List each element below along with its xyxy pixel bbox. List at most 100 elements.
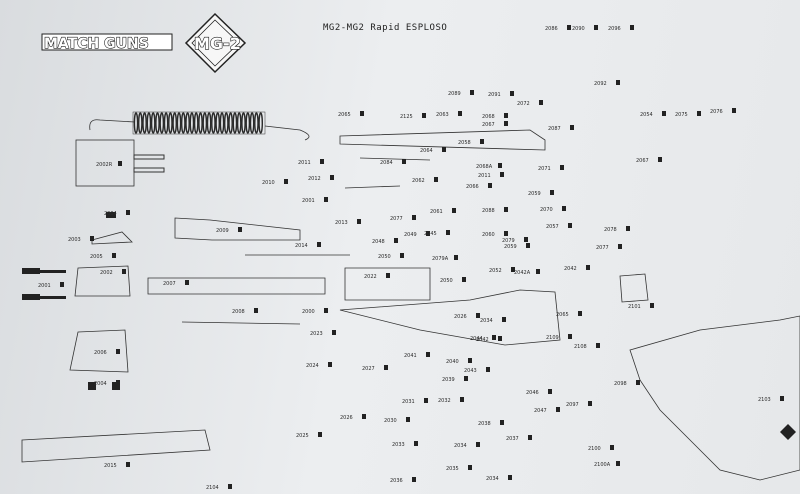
part-number-label: 2098	[614, 381, 627, 387]
spring-coil	[133, 112, 139, 134]
part-number-label: 2089	[448, 91, 461, 97]
part-number-label: 2013	[335, 220, 348, 226]
part-glyph	[446, 230, 450, 235]
part-number-label: 2002	[100, 270, 113, 276]
page-title: MG2-MG2 Rapid ESPLOSO	[323, 23, 447, 33]
spring-coil	[249, 112, 255, 134]
part-number-label: 2040	[446, 359, 459, 365]
part-glyph	[526, 243, 530, 248]
part-number-label: 2045	[424, 231, 437, 237]
spring-coil	[206, 112, 212, 134]
part-glyph	[324, 308, 328, 313]
spring-2014	[89, 111, 310, 141]
part-glyph	[504, 121, 508, 126]
part-number-label: 2067	[482, 122, 495, 128]
part-number-label: 2015	[104, 463, 117, 469]
spring-coil	[189, 112, 195, 134]
part-glyph	[464, 376, 468, 381]
part-glyph	[626, 226, 630, 231]
part-glyph	[662, 111, 666, 116]
part-number-label: 2050	[440, 278, 453, 284]
part-number-label: 2026	[340, 415, 353, 421]
spring-coil	[155, 112, 160, 134]
part-number-label: 2068	[482, 114, 495, 120]
part-glyph	[568, 223, 572, 228]
part-glyph	[480, 139, 484, 144]
part-glyph	[630, 25, 634, 30]
spring-coil	[202, 112, 208, 134]
part-number-label: 2076	[710, 109, 723, 115]
spring-coil	[241, 112, 246, 134]
part-glyph	[616, 80, 620, 85]
part-number-label: 2077	[596, 245, 609, 251]
part-number-label: 2023	[310, 331, 323, 337]
part-glyph	[426, 352, 430, 357]
mg2-logo: MG-2	[184, 12, 247, 74]
part-glyph	[658, 157, 662, 162]
part-glyph	[412, 477, 416, 482]
part-glyph	[185, 280, 189, 285]
part-number-label: 2042	[476, 337, 489, 343]
part-glyph	[406, 417, 410, 422]
part-glyph	[636, 380, 640, 385]
part-number-label: 2048	[372, 239, 385, 245]
part-number-label: 2070	[540, 207, 553, 213]
part-glyph	[460, 397, 464, 402]
part-glyph	[504, 231, 508, 236]
spring-coil	[236, 112, 242, 134]
part-glyph	[254, 308, 258, 313]
part-glyph	[504, 113, 508, 118]
part-number-label: 2064	[420, 148, 433, 154]
part-glyph	[468, 465, 472, 470]
spring-coil	[176, 112, 182, 134]
part-number-label: 2042	[564, 266, 577, 272]
spring-coil	[163, 112, 169, 134]
spring-coil	[219, 112, 225, 134]
spring-coil	[137, 112, 143, 134]
part-number-label: 2046	[526, 390, 539, 396]
spring-coil	[168, 112, 173, 134]
spring-coil	[150, 112, 156, 134]
part-glyph	[60, 282, 64, 287]
part-number-label: 2091	[488, 92, 501, 98]
part-number-label: 2031	[402, 399, 415, 405]
part-glyph	[498, 163, 502, 168]
part-number-label: 2097	[566, 402, 579, 408]
part-number-label: 2025	[296, 433, 309, 439]
part-glyph	[492, 335, 496, 340]
part-number-label: 2088	[482, 208, 495, 214]
part-glyph	[550, 190, 554, 195]
part-number-label: 2067	[636, 158, 649, 164]
part-number-label: 2006	[94, 350, 107, 356]
part-number-label: 2059	[528, 191, 541, 197]
spring-coil	[185, 112, 190, 134]
part-number-label: 2057	[546, 224, 559, 230]
part-glyph	[548, 389, 552, 394]
part-number-label: 2009	[216, 228, 229, 234]
part-glyph	[586, 265, 590, 270]
part-glyph	[486, 367, 490, 372]
part-glyph	[126, 210, 130, 215]
part-glyph	[498, 336, 502, 341]
part-number-label: 2065	[556, 312, 569, 318]
part-glyph	[511, 267, 515, 272]
part-glyph	[458, 111, 462, 116]
spring-coil	[232, 112, 238, 134]
part-glyph	[318, 432, 322, 437]
part-glyph	[112, 253, 116, 258]
part-number-label: 2108	[574, 344, 587, 350]
spring-coil	[172, 112, 177, 134]
part-number-label: 2049	[404, 232, 417, 238]
part-number-label: 2065	[338, 112, 351, 118]
part-glyph	[596, 343, 600, 348]
part-number-label: 2096	[608, 26, 621, 32]
part-glyph	[122, 269, 126, 274]
part-number-label: 2041	[404, 353, 417, 359]
part-glyph	[476, 313, 480, 318]
spring-coil	[146, 112, 152, 134]
spring-coil	[142, 112, 147, 134]
part-glyph	[594, 25, 598, 30]
part-glyph	[500, 420, 504, 425]
part-number-label: 2090	[572, 26, 585, 32]
